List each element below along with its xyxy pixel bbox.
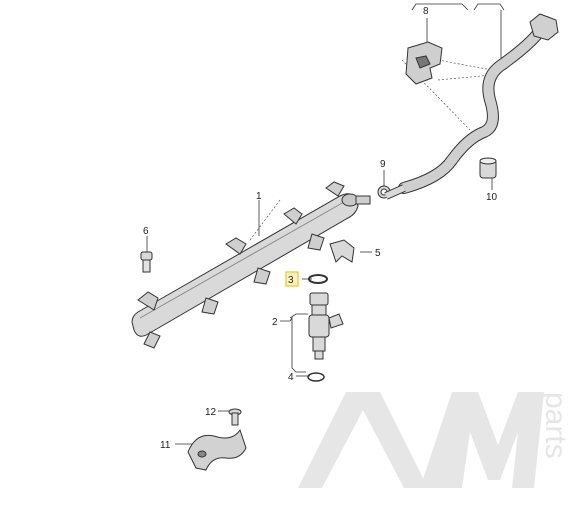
watermark-side-text: parts xyxy=(539,392,572,459)
callout-2: 2 xyxy=(272,317,278,328)
seal-ring-4 xyxy=(307,372,325,382)
o-ring-3 xyxy=(308,274,328,284)
callout-8: 9 xyxy=(380,159,386,170)
bracket-11 xyxy=(187,428,247,471)
callout-lines xyxy=(146,3,505,445)
callout-9: 8 xyxy=(423,6,429,17)
watermark-logo xyxy=(298,392,544,488)
injector-2 xyxy=(308,292,344,360)
callout-10: 10 xyxy=(486,192,498,203)
fuel-hose xyxy=(384,16,552,200)
sleeve-10 xyxy=(479,157,497,179)
fuel-rail xyxy=(131,181,371,349)
bolt-6 xyxy=(140,251,153,273)
callout-6: 6 xyxy=(143,226,149,237)
callout-4: 4 xyxy=(288,372,294,383)
callout-5: 5 xyxy=(375,248,381,259)
hose-end-fitting xyxy=(529,13,559,41)
bracket-9 xyxy=(405,41,443,85)
callout-3: 3 xyxy=(288,275,294,286)
screw-12 xyxy=(228,408,242,426)
retaining-clip-5 xyxy=(329,239,355,263)
callout-3-highlight xyxy=(285,271,299,287)
callout-12: 12 xyxy=(205,407,217,418)
callout-1: 1 xyxy=(256,191,262,202)
callout-11: 11 xyxy=(160,440,171,451)
